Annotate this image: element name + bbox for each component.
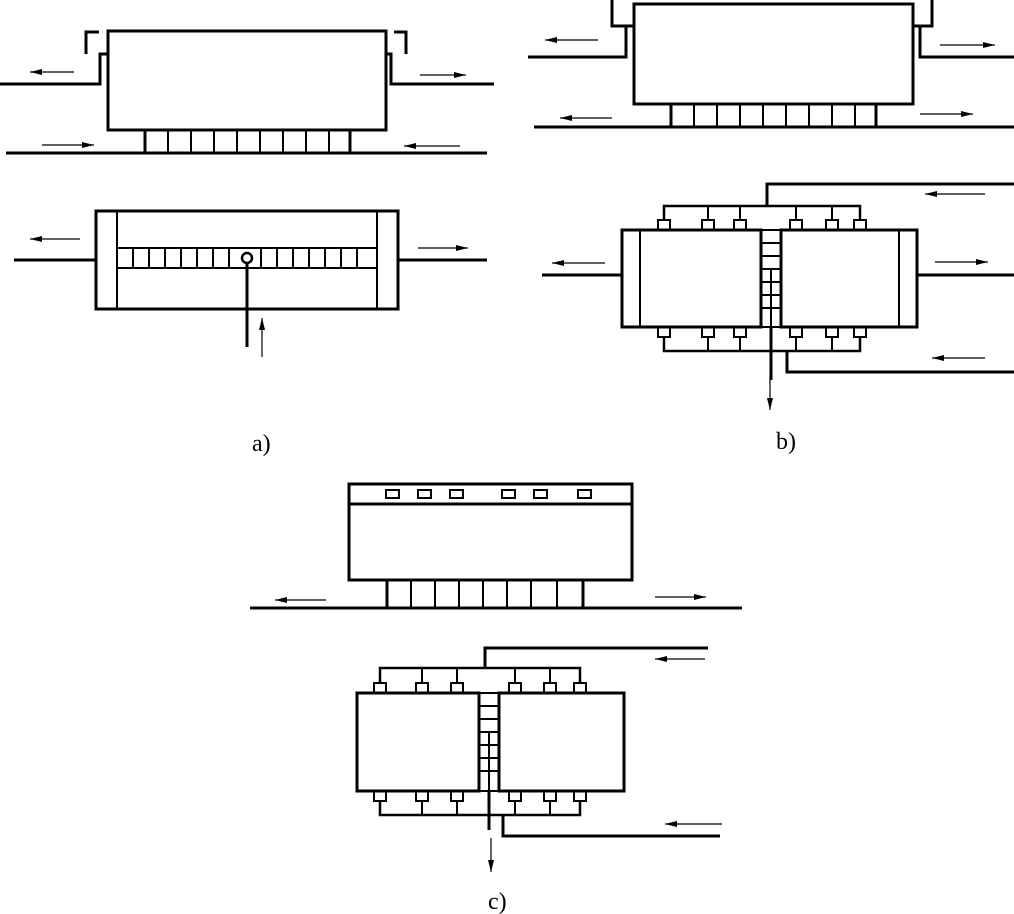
panel-c-collector-strip — [385, 578, 585, 610]
panel-a-top-tank — [106, 29, 388, 132]
panel-b-section-flow-arrows — [552, 191, 988, 410]
panel-a-section-cells — [132, 248, 358, 268]
panel-c-bottom-section-nozzles — [373, 790, 587, 815]
panel-c-ladder-rungs — [479, 705, 499, 791]
panel-c-bottom-manifold — [378, 801, 582, 817]
panel-a-left-outlet-pipe-outer — [0, 52, 108, 86]
panel-a-inlet-ring — [240, 251, 254, 265]
panel-c-top-manifold — [378, 666, 582, 683]
panel-c-top-view — [250, 482, 742, 610]
panel-a-top-flow-arrows — [30, 69, 466, 149]
panel-b-right-outlet-pipe — [920, 0, 934, 28]
panel-b-left-outlet-pipe-outer — [528, 24, 634, 59]
panel-b-bottom-manifold — [662, 337, 862, 353]
panel-a-section-flow-arrows — [30, 236, 468, 357]
panel-a-right-outlet-pipe-outer — [386, 52, 494, 86]
panel-b-right-outlet-pipe-outer — [913, 24, 1014, 59]
panel-b-bottom-nozzles — [657, 326, 867, 351]
panel-b-top-tank — [632, 2, 915, 106]
panel-b-ladder-rungs — [761, 242, 781, 327]
panel-c-top-tank — [347, 502, 634, 582]
panel-b-bottom-supply-pipe — [785, 351, 1014, 374]
panel-b-collector-strip — [669, 102, 878, 129]
panel-b-top-supply-pipe — [765, 182, 1014, 206]
panel-a-top-view — [0, 29, 494, 155]
panel-b-top-view — [528, 0, 1014, 129]
panel-a-label: a) — [252, 431, 271, 457]
panel-a-section-view — [14, 209, 487, 357]
panel-b-collector-cells — [693, 104, 856, 127]
panel-b-top-flow-arrows — [545, 37, 995, 121]
panel-a-collector-strip — [143, 128, 352, 155]
panel-b-left-outlet-pipe — [610, 0, 626, 28]
panel-c-section-right-block — [497, 691, 626, 793]
panel-c-top-flow-arrows — [275, 594, 706, 603]
panel-c-top-nozzles — [385, 489, 592, 499]
panel-b-section-right-block — [779, 228, 919, 329]
panel-b-section-left-block — [620, 228, 763, 329]
panel-b-section-view — [542, 182, 1014, 410]
panel-c-bottom-supply-pipe — [501, 815, 720, 838]
panel-c-top-supply-pipe — [483, 646, 708, 668]
panel-c-section-left-block — [355, 691, 481, 793]
panel-a-left-outlet-pipe — [84, 30, 99, 54]
panel-c-collector-cells — [410, 580, 558, 608]
panel-c-section-view — [355, 646, 722, 872]
panel-b-label: b) — [776, 429, 796, 455]
panel-c-top-header-strip — [347, 482, 634, 506]
panel-a-collector-cells — [167, 130, 330, 153]
panel-c-label: c) — [488, 889, 507, 914]
panel-c-section-flow-arrows — [488, 656, 722, 872]
panel-b-top-manifold — [662, 204, 862, 220]
panel-c-top-section-nozzles — [373, 668, 587, 694]
panel-a-right-outlet-pipe — [394, 30, 408, 54]
panel-b-top-nozzles — [657, 206, 867, 231]
